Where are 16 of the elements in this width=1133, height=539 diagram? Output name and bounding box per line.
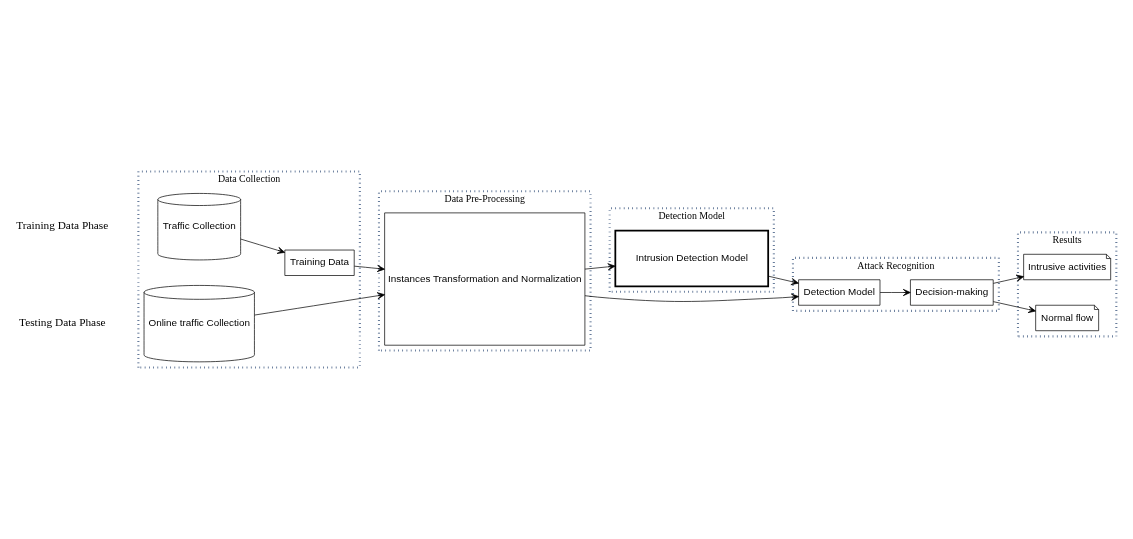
arrow — [240, 238, 286, 254]
node-box: Training Data — [284, 249, 355, 276]
node-box: Intrusion Detection Model — [614, 229, 770, 288]
arrow — [254, 292, 385, 316]
arrow — [584, 263, 616, 271]
arrow — [992, 274, 1024, 284]
arrow — [584, 293, 799, 302]
label: Testing Data Phase — [19, 316, 106, 329]
node-box: Detection Model — [798, 279, 881, 306]
arrow — [767, 275, 799, 286]
label: Training Data Phase — [16, 219, 109, 232]
node-box: Instances Transformation and Normalization — [384, 212, 586, 346]
arrow — [992, 301, 1036, 313]
node-box: Decision-making — [910, 279, 994, 306]
arrow — [879, 288, 911, 297]
arrow — [354, 264, 385, 272]
